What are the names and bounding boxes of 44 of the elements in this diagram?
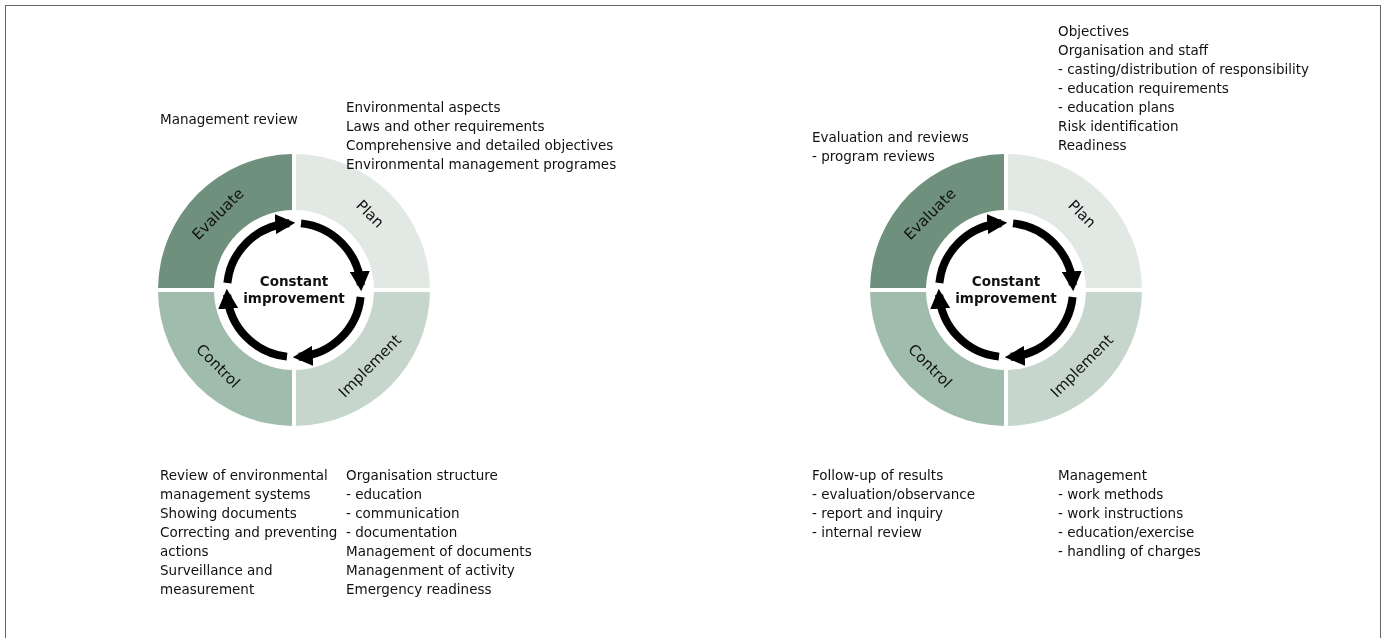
cycle-arrow <box>935 215 1008 284</box>
note-text: Management <box>1058 466 1148 485</box>
note-text: Surveillance and measurement <box>160 561 274 599</box>
note-text: Review of environmental management systems <box>160 466 329 504</box>
note-text: - work methods <box>1058 485 1165 504</box>
note-text: - education plans <box>1058 98 1176 117</box>
note-text: Comprehensive and detailed objectives <box>346 136 615 155</box>
note-text: - casting/distribution of responsibility <box>1058 60 1309 79</box>
note-text: - evaluation/observance <box>812 485 975 504</box>
center-label: Constant improvement <box>954 273 1058 307</box>
note-text: Environmental aspects <box>346 98 502 117</box>
note-text: - program reviews <box>812 147 936 166</box>
note-text: Laws and other requirements <box>346 117 546 136</box>
note-text: Follow-up of results <box>812 466 945 485</box>
note-text: Management of documents <box>346 542 532 561</box>
note-text: - communication <box>346 504 461 523</box>
note-text: Evaluation and reviews <box>812 128 969 147</box>
note-text: - documentation <box>346 523 459 542</box>
note-text: - education <box>346 485 424 504</box>
cycle-arrow <box>1004 296 1077 365</box>
note-text: Objectives <box>1058 22 1131 41</box>
cycle-arrow <box>223 215 296 284</box>
note-text: - work instructions <box>1058 504 1185 523</box>
note-text: Environmental management programes <box>346 155 617 174</box>
note-text: Management review <box>160 110 298 129</box>
cycle-arrow <box>219 288 288 361</box>
note-text: Showing documents <box>160 504 298 523</box>
note-text: - education/exercise <box>1058 523 1196 542</box>
cycle-arrow <box>931 288 1000 361</box>
note-text: - internal review <box>812 523 923 542</box>
note-text: - education requirements <box>1058 79 1230 98</box>
note-text: Organisation and staff <box>1058 41 1210 60</box>
center-label: Constant improvement <box>242 273 346 307</box>
cycle-arrow <box>292 296 365 365</box>
note-text: Readiness <box>1058 136 1128 155</box>
note-text: Emergency readiness <box>346 580 493 599</box>
cycle-arrow <box>300 219 369 292</box>
note-text: Risk identification <box>1058 117 1180 136</box>
note-text: - handling of charges <box>1058 542 1201 561</box>
cycle-arrow <box>1012 219 1081 292</box>
note-text: - report and inquiry <box>812 504 945 523</box>
note-text: Correcting and preventing actions <box>160 523 339 561</box>
note-text: Organisation structure <box>346 466 499 485</box>
note-text: Managenment of activity <box>346 561 516 580</box>
